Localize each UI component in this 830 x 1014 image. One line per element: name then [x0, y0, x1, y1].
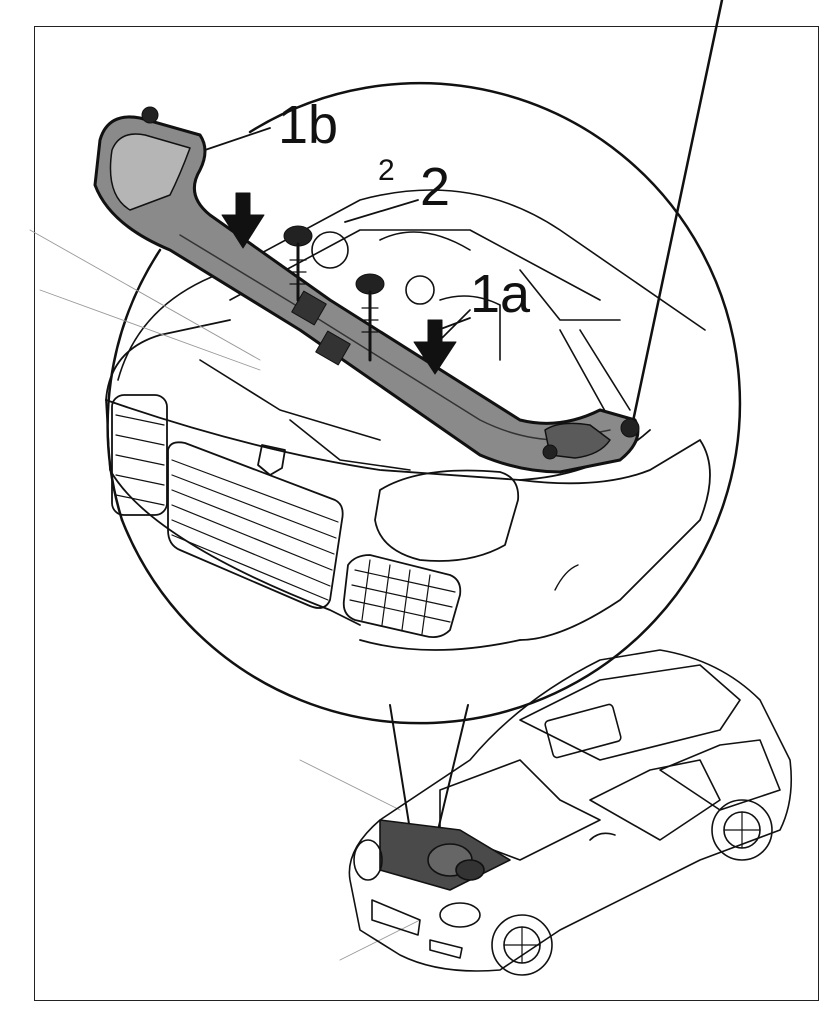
construction-lines [29, 229, 421, 961]
callout-leader-2 [344, 199, 419, 223]
callout-1a: 1a [470, 264, 531, 324]
magnifier-circle [120, 81, 742, 725]
mounting-bolts [283, 225, 385, 362]
callout-2: 2 [420, 157, 450, 217]
downward-arrow-left [221, 192, 265, 249]
callout-leader-1b [204, 127, 271, 151]
callout-1b: 1b [278, 95, 338, 155]
engine-bay-drawing [117, 189, 706, 471]
downward-arrow-right [413, 319, 457, 375]
bolt-right [355, 273, 385, 362]
figure-frame [34, 26, 819, 1001]
callout-leader-1a [437, 317, 471, 331]
callout-2-small: 2 [378, 154, 395, 187]
car-front-drawing [105, 319, 711, 651]
air-intake-duct [93, 106, 640, 474]
overview-car-drawing [348, 649, 793, 976]
bolt-left [283, 225, 313, 302]
